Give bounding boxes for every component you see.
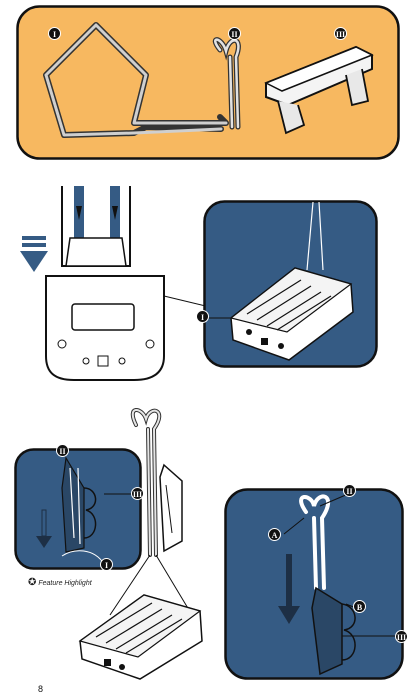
- part-i-badge: I: [48, 27, 61, 40]
- part-ii-badge: II: [228, 27, 241, 40]
- step2-right-badge-b: B: [353, 600, 366, 613]
- feature-star-icon: ✪: [28, 577, 36, 588]
- step1-callout-art: [203, 200, 378, 368]
- step2-right-callout-art: [224, 488, 404, 680]
- step2-right-badge-ii: II: [343, 484, 356, 497]
- step2-left-badge-ii: II: [56, 444, 69, 457]
- step2-right-callout: II A B III: [224, 488, 404, 680]
- assembled-unit-art: [70, 405, 220, 685]
- step2-right-badge-iii: III: [395, 630, 408, 643]
- page-number: 8: [38, 684, 43, 694]
- step1-callout-badge: I: [196, 310, 209, 323]
- base-unit-art: [14, 176, 214, 388]
- step2-right-badge-a: A: [268, 528, 281, 541]
- step1-callout-panel: I: [203, 200, 378, 368]
- part-iii-badge: III: [334, 27, 347, 40]
- base-unit-illustration: [14, 176, 214, 388]
- parts-panel: I II III: [16, 5, 400, 160]
- assembled-unit-illustration: [70, 405, 220, 685]
